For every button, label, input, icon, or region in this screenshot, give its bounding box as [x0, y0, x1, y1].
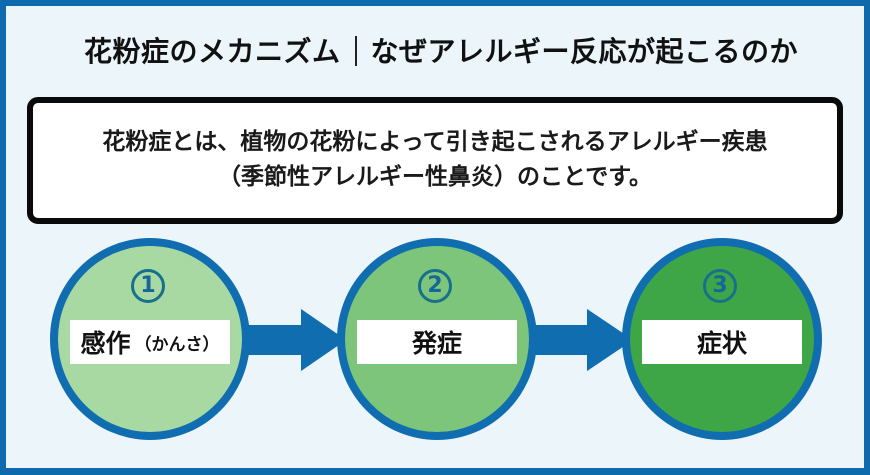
title-sub: なぜアレルギー反応が起こるのか: [370, 35, 799, 68]
step-label-box: 感作（かんさ）: [70, 320, 230, 364]
step-reading: （かんさ）: [134, 334, 220, 355]
definition-line-2: （季節性アレルギー性鼻炎）のことです。: [217, 164, 652, 190]
title-main: 花粉症のメカニズム: [83, 35, 341, 68]
step-label-box: 発症: [357, 320, 517, 364]
step-label: 発症: [411, 329, 462, 358]
step-label: 感作: [80, 329, 131, 358]
definition-box: 花粉症とは、植物の花粉によって引き起こされるアレルギー疾患 （季節性アレルギー性…: [27, 97, 843, 224]
arrow-right-icon: [527, 305, 637, 375]
title-divider: [354, 36, 357, 66]
step-circle-sensitization: 1 感作（かんさ）: [50, 238, 250, 440]
definition-line-1: 花粉症とは、植物の花粉によって引き起こされるアレルギー疾患: [102, 129, 768, 155]
step-circle-onset: 2 発症: [337, 238, 537, 440]
arrow-right-icon: [239, 305, 350, 375]
step-number-badge: 2: [418, 269, 452, 303]
page-title: 花粉症のメカニズムなぜアレルギー反応が起こるのか: [6, 32, 870, 72]
step-number-badge: 3: [703, 269, 737, 303]
step-number-badge: 1: [131, 269, 165, 303]
step-circle-symptoms: 3 症状: [622, 238, 822, 440]
step-label: 症状: [696, 329, 747, 358]
step-label-box: 症状: [642, 320, 802, 364]
